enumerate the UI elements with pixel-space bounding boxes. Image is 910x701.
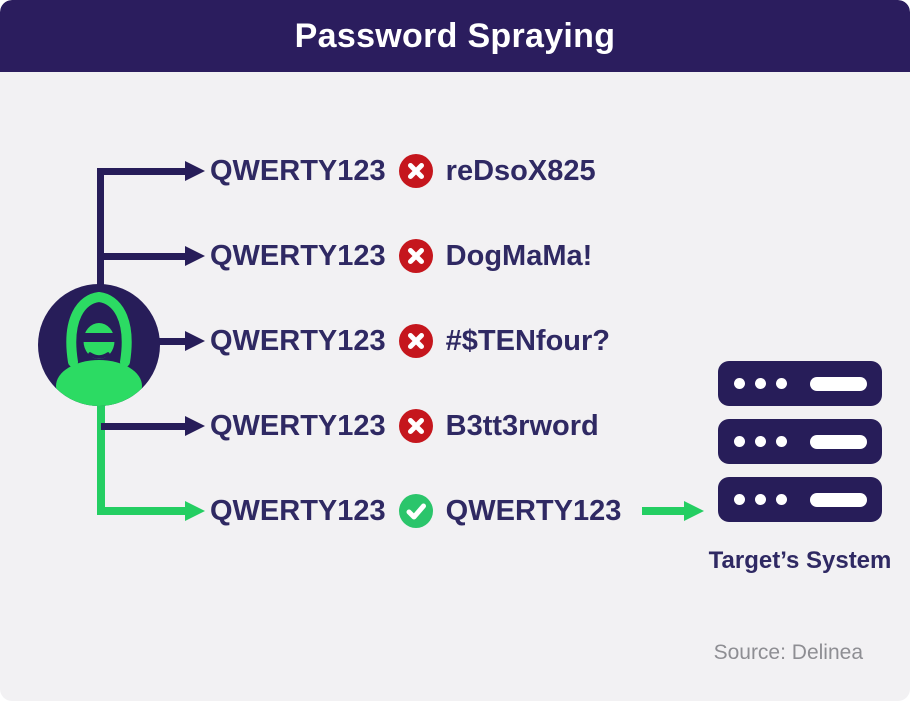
arrow-icon-row3 — [185, 331, 205, 351]
connector-vertical-top — [97, 168, 104, 290]
arrow-icon-to-target — [642, 501, 705, 521]
actual-password: reDsoX825 — [445, 154, 596, 187]
actual-password: DogMaMa! — [445, 239, 593, 272]
attempt-row-3: QWERTY123 #$TENfour? — [210, 319, 610, 363]
connector-row1 — [97, 168, 185, 175]
sprayed-password: QWERTY123 — [210, 239, 386, 272]
connector-row3 — [152, 338, 185, 345]
sprayed-password: QWERTY123 — [210, 494, 386, 527]
actual-password: #$TENfour? — [445, 324, 611, 357]
arrow-icon-row2 — [185, 246, 205, 266]
target-system-label: Target’s System — [708, 547, 892, 574]
connector-row4 — [101, 423, 185, 430]
page-title: Password Spraying — [294, 16, 616, 55]
connector-row2 — [97, 253, 185, 260]
connector-row5 — [97, 507, 185, 515]
server-unit-icon — [718, 419, 882, 464]
sprayed-password: QWERTY123 — [210, 324, 386, 357]
fail-icon — [398, 409, 433, 443]
server-stack-icon — [718, 361, 882, 535]
attempt-row-4: QWERTY123 B3tt3rword — [210, 404, 599, 448]
fail-icon — [398, 154, 433, 188]
attempt-row-2: QWERTY123 DogMaMa! — [210, 234, 592, 278]
source-attribution: Source: Delinea — [713, 641, 863, 664]
arrow-icon-row1 — [185, 161, 205, 181]
fail-icon — [398, 239, 433, 273]
sprayed-password: QWERTY123 — [210, 409, 386, 442]
sprayed-password: QWERTY123 — [210, 154, 386, 187]
title-banner: Password Spraying — [0, 0, 910, 72]
hacker-icon — [38, 284, 160, 406]
arrow-icon-row4 — [185, 416, 205, 436]
fail-icon — [398, 324, 433, 358]
success-icon — [398, 494, 433, 528]
attempt-row-1: QWERTY123 reDsoX825 — [210, 149, 596, 193]
arrow-icon-row5-green — [185, 501, 205, 521]
server-unit-icon — [718, 361, 882, 406]
actual-password: QWERTY123 — [445, 494, 622, 527]
server-unit-icon — [718, 477, 882, 522]
actual-password: B3tt3rword — [445, 409, 599, 442]
connector-vertical-bottom — [97, 396, 105, 515]
attempt-row-5: QWERTY123 QWERTY123 — [210, 489, 705, 533]
